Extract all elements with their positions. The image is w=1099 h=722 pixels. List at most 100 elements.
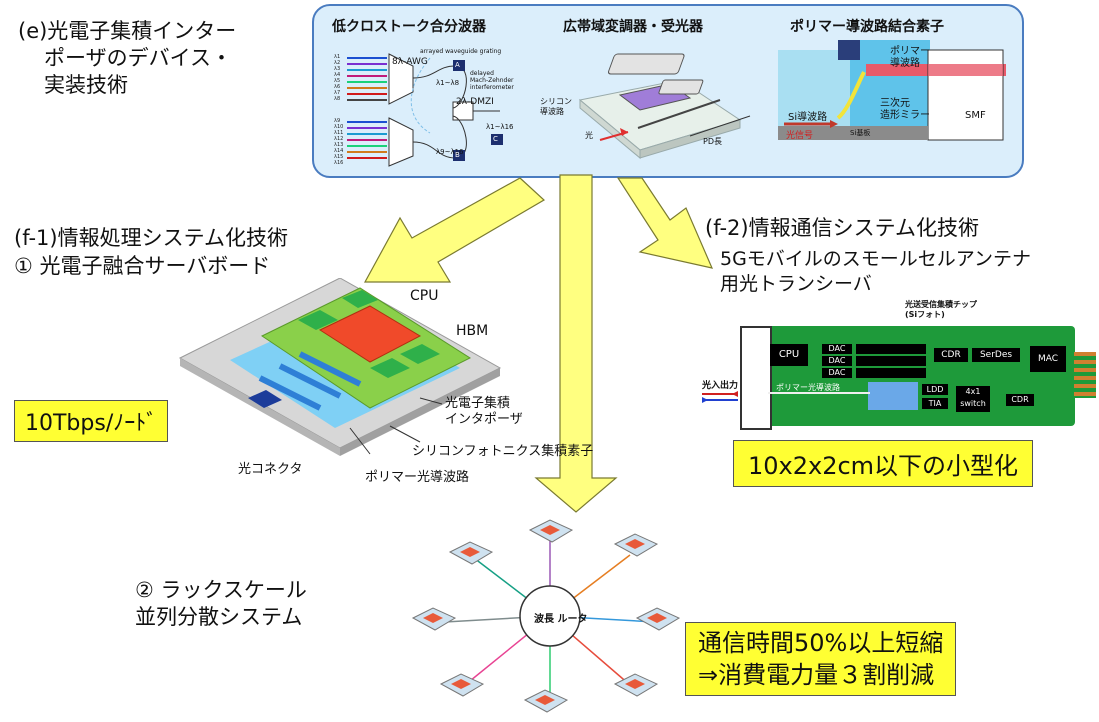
mirror-shape [836,71,866,120]
tx-polymer-line [768,392,870,394]
edge-connector [1074,352,1096,398]
signal-label: 光信号 [786,131,814,141]
mirror-label: 三次元 造形ミラー [880,98,930,122]
mirror-label-line2: 造形ミラー [880,110,930,121]
awg-input-labels-bottom: λ9 λ10 λ11 λ12 λ13 λ14 λ15 λ16 [334,118,343,166]
server-board-diagram [178,278,502,456]
sipho-chip-label: 光送受信集積チップ (Siフォト) [905,300,977,320]
router-center-label: 波長 ルータ [534,614,588,625]
wavelength-router [519,585,581,647]
dac-3: DAC [822,368,852,378]
input-lambda-3: λ3 [334,66,341,72]
arrow-right-down [616,177,714,269]
cpu-label: CPU [410,288,439,304]
rack-nodes [411,519,681,713]
dac-2: DAC [822,356,852,366]
sipho-chip-label-line1: 光送受信集積チップ [905,300,977,309]
coupler-diagram [778,40,1006,141]
pd-length-label: PD長 [703,137,722,146]
dmzi-caption-line2: Mach-Zehnder [470,77,514,84]
interposer-label: 光電子集積 インタポーザ [445,396,523,428]
input-lambda-11: λ11 [334,130,344,136]
si-waveguide-label-line1: シリコン [540,97,572,106]
polymer-wg-label-line1: ポリマー [890,46,930,57]
badge-b-icon [453,150,465,161]
badge-a: A [455,61,460,69]
switch-label-line2: switch [960,399,986,408]
sipho-label: シリコンフォトニクス集積素子 [412,444,594,459]
awg-input-lines-top [347,57,387,101]
electrode-pad [607,53,685,75]
input-lambda-9: λ9 [334,118,341,124]
input-lambda-8: λ8 [334,96,341,102]
awg-input-labels-top: λ1 λ2 λ3 λ4 λ5 λ6 λ7 λ8 [334,54,340,102]
section-e-title-line2: ポーザのデバイス・ [44,46,232,70]
section-2-title: ② ラックスケール 並列分散システム [135,577,307,631]
sipho-chip-label-line2: (Siフォト) [905,310,945,319]
modulator-diagram [578,53,751,160]
col3-title: ポリマー導波路結合素子 [790,19,944,35]
awg-dmzi-diagram [347,53,503,167]
io-arrows [702,391,738,403]
tx-polymer-label: ポリマー光導波路 [776,383,840,392]
cdr-1: CDR [934,348,968,362]
tx-cpu: CPU [770,344,808,366]
col1-title: 低クロストーク合分波器 [332,19,486,35]
mirror-label-line1: 三次元 [880,98,910,109]
efficiency-badge: 通信時間50%以上短縮 ⇒消費電力量３割削減 [685,622,957,696]
lambda-bottom-label: λ9~λ16 [436,148,464,156]
lambda-out-label: λ1~λ16 [486,123,514,131]
input-lambda-13: λ13 [334,142,344,148]
efficiency-badge-line1: 通信時間50%以上短縮 [698,629,944,657]
optical-connector [248,390,282,408]
cdr-2: CDR [1006,394,1034,406]
col2-title: 広帯域変調器・受光器 [563,19,703,35]
input-lambda-15: λ15 [334,154,344,160]
input-lambda-14: λ14 [334,148,344,154]
throughput-badge: 10Tbps/ﾉｰﾄﾞ [14,400,169,442]
polymer-wg-label-line2: 導波路 [890,58,920,69]
si-substrate [778,126,928,140]
arrow-down [534,174,618,513]
mac: MAC [1030,346,1066,372]
substrate-label: Si基板 [850,129,871,137]
awg-block-bottom [388,117,414,167]
badge-c-icon [491,134,503,145]
input-lambda-6: λ6 [334,84,341,90]
cpu-chip [318,305,422,363]
hbm-label: HBM [456,323,489,339]
lambda-top-label: λ1~λ8 [436,79,460,87]
dmzi-label: 2λ-DMZI [456,97,494,107]
si-wg-label: Si導波路 [788,112,828,123]
connector-label: 光コネクタ [238,462,303,477]
section-2-line1: ② ラックスケール [135,578,307,602]
ldd: LDD [922,384,948,395]
section-f2-subtitle-line1: 5Gモバイルのスモールセルアンテナ [720,248,1032,270]
light-label: 光 [585,131,593,140]
input-lambda-1: λ1 [334,54,341,60]
awg-caption: arrayed waveguide grating [420,48,502,55]
input-lambda-12: λ12 [334,136,344,142]
dmzi-caption: delayed Mach-Zehnder interferometer [470,70,514,91]
badge-b: B [455,151,460,159]
section-f1-title: (f-1)情報処理システム化技術 [14,226,288,250]
interposer-label-line2: インタポーザ [445,412,523,427]
smf-label: SMF [965,110,986,121]
dac-1: DAC [822,344,852,354]
interposer-label-line1: 光電子集積 [445,396,511,411]
section-f2-title: (f-2)情報通信システム化技術 [705,216,979,240]
input-lambda-10: λ10 [334,124,344,130]
input-lambda-5: λ5 [334,78,341,84]
section-f2-subtitle: 5Gモバイルのスモールセルアンテナ 用光トランシーバ [720,247,1031,297]
input-lambda-7: λ7 [334,90,341,96]
polymer-wg-label: ポリマー 導波路 [890,46,930,70]
driver-blocks [856,344,926,378]
input-lambda-2: λ2 [334,60,341,66]
section-e-title-line1: (e)光電子集積インター [18,19,237,43]
polymer-waveguides [258,351,362,411]
board-housing [740,326,772,430]
rack-system-diagram [411,519,681,713]
size-badge: 10x2x2cm以下の小型化 [733,440,1034,487]
section-f2-subtitle-line2: 用光トランシーバ [720,273,872,295]
